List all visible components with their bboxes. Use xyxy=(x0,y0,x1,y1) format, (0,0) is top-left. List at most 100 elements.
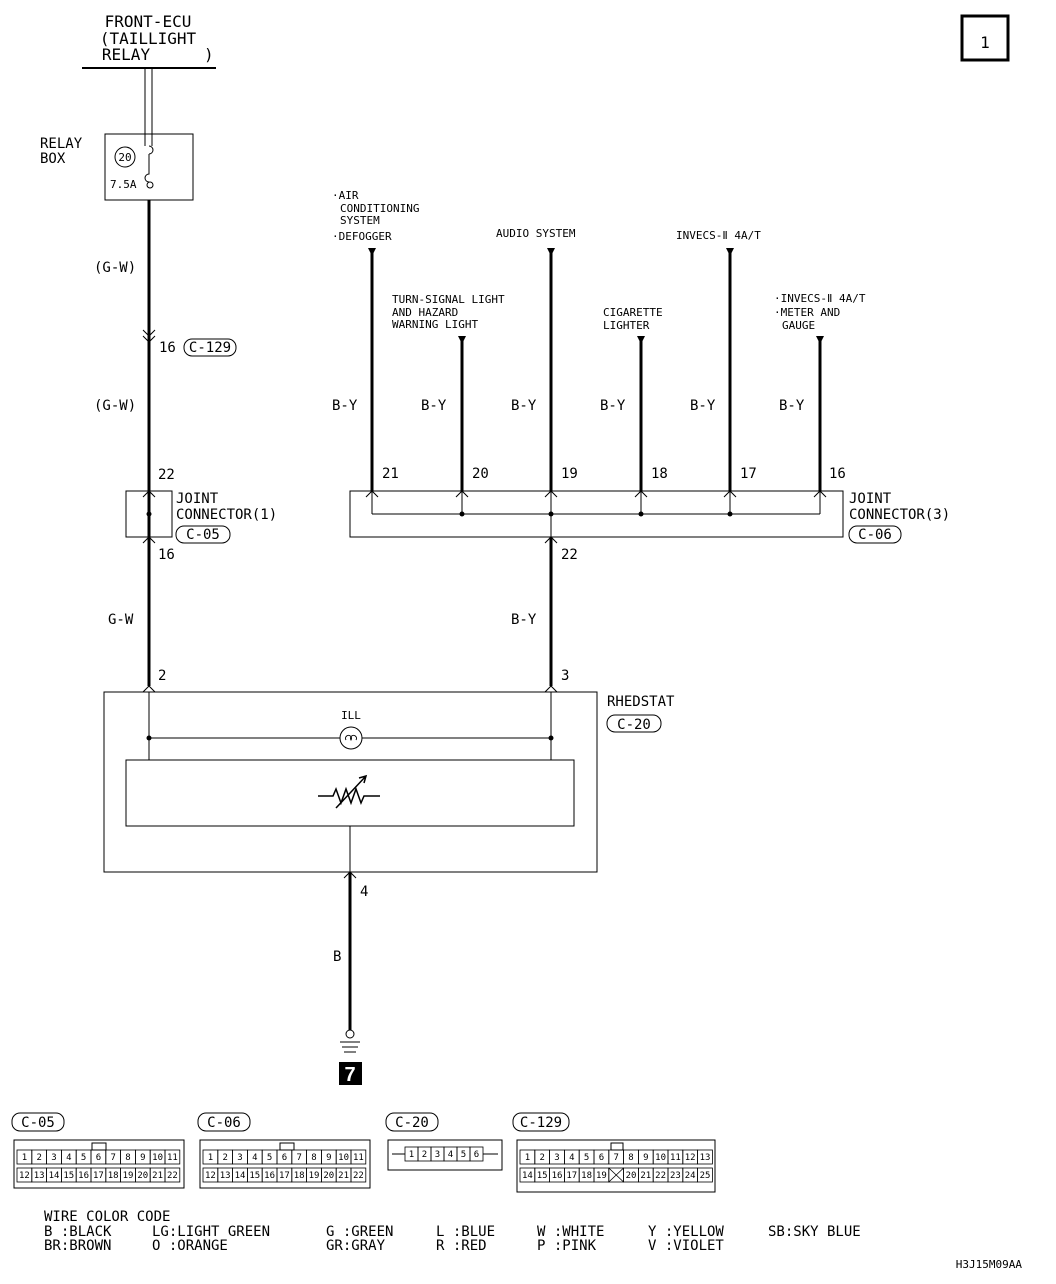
legend-entry: V :VIOLET xyxy=(648,1238,724,1254)
connector-pin: 10 xyxy=(335,1149,352,1165)
dest-turn-2: AND HAZARD xyxy=(392,306,458,319)
jc1-code: C-05 xyxy=(186,527,220,543)
connector-pin: 16 xyxy=(549,1167,565,1183)
svg-text:22: 22 xyxy=(353,1171,364,1181)
connector-pin: 4 xyxy=(246,1149,263,1165)
wire-color-by: B-Y xyxy=(600,398,626,414)
pin-2: 2 xyxy=(158,668,166,684)
svg-text:20: 20 xyxy=(323,1171,334,1181)
connector-pin: 19 xyxy=(593,1167,610,1183)
svg-text:11: 11 xyxy=(670,1153,681,1163)
legend-entry: LG:LIGHT GREEN xyxy=(152,1224,270,1240)
ill-label: ILL xyxy=(341,709,361,722)
dest-ac-3: SYSTEM xyxy=(340,214,380,227)
legend-entry: GR:GRAY xyxy=(326,1238,386,1254)
ground-terminal-icon xyxy=(345,1029,355,1039)
legend-entry: W :WHITE xyxy=(537,1224,604,1240)
ground-wire-color: B xyxy=(333,949,341,965)
svg-text:15: 15 xyxy=(63,1171,74,1181)
svg-text:1: 1 xyxy=(525,1153,530,1163)
svg-text:22: 22 xyxy=(655,1171,666,1181)
ill-bulb-icon xyxy=(339,726,363,750)
connector-pin: 13 xyxy=(31,1167,47,1183)
connector-pin: 9 xyxy=(320,1149,337,1165)
wire-color-gw-2: (G-W) xyxy=(94,398,136,414)
connector-pin: 22 xyxy=(652,1167,669,1183)
connector-pin: 12 xyxy=(202,1167,219,1183)
svg-text:3: 3 xyxy=(237,1153,242,1163)
svg-text:13: 13 xyxy=(34,1171,45,1181)
connector-pin: 19 xyxy=(120,1167,136,1183)
connector-pin: 9 xyxy=(134,1149,151,1165)
connector-pin: 9 xyxy=(638,1149,654,1165)
dest-ac-2: CONDITIONING xyxy=(340,202,419,215)
svg-text:9: 9 xyxy=(643,1153,648,1163)
svg-text:17: 17 xyxy=(93,1171,104,1181)
svg-text:7: 7 xyxy=(613,1153,618,1163)
svg-text:3: 3 xyxy=(51,1153,56,1163)
svg-text:14: 14 xyxy=(235,1171,246,1181)
svg-text:13: 13 xyxy=(220,1171,231,1181)
pin-18: 18 xyxy=(651,466,668,482)
jc1-line1: JOINT xyxy=(176,491,219,507)
svg-text:14: 14 xyxy=(49,1171,60,1181)
svg-text:13: 13 xyxy=(700,1153,711,1163)
connector-pin: 5 xyxy=(578,1149,595,1165)
relay-title-line1: FRONT-ECU xyxy=(105,12,192,31)
connector-pin: 20 xyxy=(623,1167,639,1183)
connector-pin: 15 xyxy=(61,1167,77,1183)
svg-text:19: 19 xyxy=(309,1171,320,1181)
page-number: 1 xyxy=(980,33,990,52)
connector-pin: 19 xyxy=(306,1167,322,1183)
wire-color-by: B-Y xyxy=(511,398,537,414)
svg-text:10: 10 xyxy=(655,1153,666,1163)
connector-pin: 5 xyxy=(456,1146,471,1162)
svg-text:7: 7 xyxy=(110,1153,115,1163)
connector-pin: 18 xyxy=(105,1167,122,1183)
relay-box-label2: BOX xyxy=(40,151,66,167)
connector-pin: 20 xyxy=(134,1167,151,1183)
svg-text:5: 5 xyxy=(267,1153,272,1163)
connector-pin: 20 xyxy=(320,1167,337,1183)
connector-pin: 1 xyxy=(519,1149,536,1165)
svg-text:5: 5 xyxy=(461,1150,466,1160)
connector-pin: 2 xyxy=(417,1146,432,1162)
svg-text:7: 7 xyxy=(296,1153,301,1163)
connector-pin: 11 xyxy=(667,1149,684,1165)
connector-pin: 11 xyxy=(164,1149,181,1165)
connector-pin: 14 xyxy=(519,1167,536,1183)
by-wire-19: B-Y 19 xyxy=(511,248,578,491)
svg-text:17: 17 xyxy=(566,1171,577,1181)
svg-text:2: 2 xyxy=(422,1150,427,1160)
connector-pin: 18 xyxy=(291,1167,307,1183)
svg-text:4: 4 xyxy=(66,1153,71,1163)
dest-meter-1: ·INVECS-Ⅱ 4A/T xyxy=(774,292,866,305)
fuse-number: 20 xyxy=(118,151,131,164)
svg-text:23: 23 xyxy=(670,1171,681,1181)
legend-title: WIRE COLOR CODE xyxy=(44,1209,170,1225)
svg-text:2: 2 xyxy=(222,1153,227,1163)
connector-pin: 6 xyxy=(90,1149,107,1165)
connector-c129-ref: C-129 xyxy=(189,340,231,356)
by-wire-20: B-Y 20 xyxy=(421,336,489,491)
svg-text:21: 21 xyxy=(640,1171,651,1181)
svg-text:10: 10 xyxy=(338,1153,349,1163)
svg-text:15: 15 xyxy=(249,1171,260,1181)
pin-16-left: 16 xyxy=(158,547,175,563)
svg-text:6: 6 xyxy=(599,1153,604,1163)
connector-pin: 25 xyxy=(697,1167,713,1183)
svg-text:16: 16 xyxy=(264,1171,275,1181)
pin-17: 17 xyxy=(740,466,757,482)
connector-pin: 17 xyxy=(564,1167,580,1183)
svg-text:2: 2 xyxy=(539,1153,544,1163)
connector-pin: 5 xyxy=(261,1149,278,1165)
connector-pin xyxy=(608,1167,624,1183)
svg-text:18: 18 xyxy=(108,1171,119,1181)
connector-pin: 8 xyxy=(623,1149,639,1165)
wire-color-by: B-Y xyxy=(779,398,805,414)
connector-pin: 2 xyxy=(534,1149,550,1165)
dest-cig-1: CIGARETTE xyxy=(603,306,663,319)
